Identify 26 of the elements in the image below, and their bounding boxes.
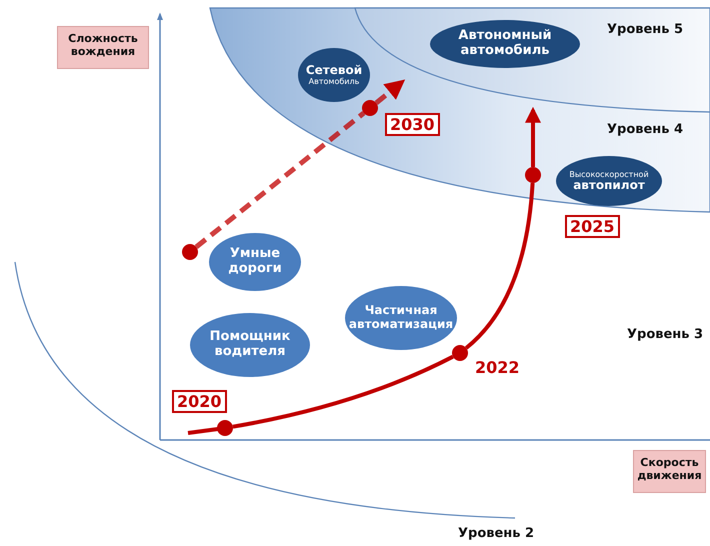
- stage-label: Умные дороги: [227, 247, 283, 277]
- timeline-dot: [217, 420, 233, 436]
- year-tag: 2030: [385, 113, 440, 136]
- level-label: Уровень 4: [607, 122, 684, 137]
- trend-line: [194, 111, 366, 249]
- trend-line: [232, 354, 454, 429]
- stage-label: Высокоскоростной: [569, 170, 649, 179]
- year-tag: 2020: [172, 390, 227, 413]
- stage-label: Автономный автомобиль: [457, 29, 553, 59]
- stage-label: Сетевой: [306, 64, 362, 78]
- stage-label: автопилот: [573, 178, 645, 192]
- stage-label: Частичная автоматизация: [348, 304, 454, 332]
- timeline-dot: [452, 345, 468, 361]
- arrow: [525, 106, 541, 167]
- trend-line: [464, 182, 535, 350]
- stage-label: Автомобиль: [308, 77, 360, 86]
- axis-title: Скорость движения: [633, 450, 706, 493]
- arrow: [374, 79, 406, 105]
- year-label: 2022: [475, 358, 520, 377]
- level-label: Уровень 5: [607, 22, 684, 37]
- axis-title: Сложность вождения: [57, 26, 149, 69]
- year-tag: 2025: [565, 215, 620, 238]
- timeline-dot: [182, 244, 198, 260]
- level-label: Уровень 2: [458, 526, 534, 541]
- level-label: Уровень 3: [627, 327, 704, 342]
- stage-label: Помощник водителя: [208, 330, 292, 360]
